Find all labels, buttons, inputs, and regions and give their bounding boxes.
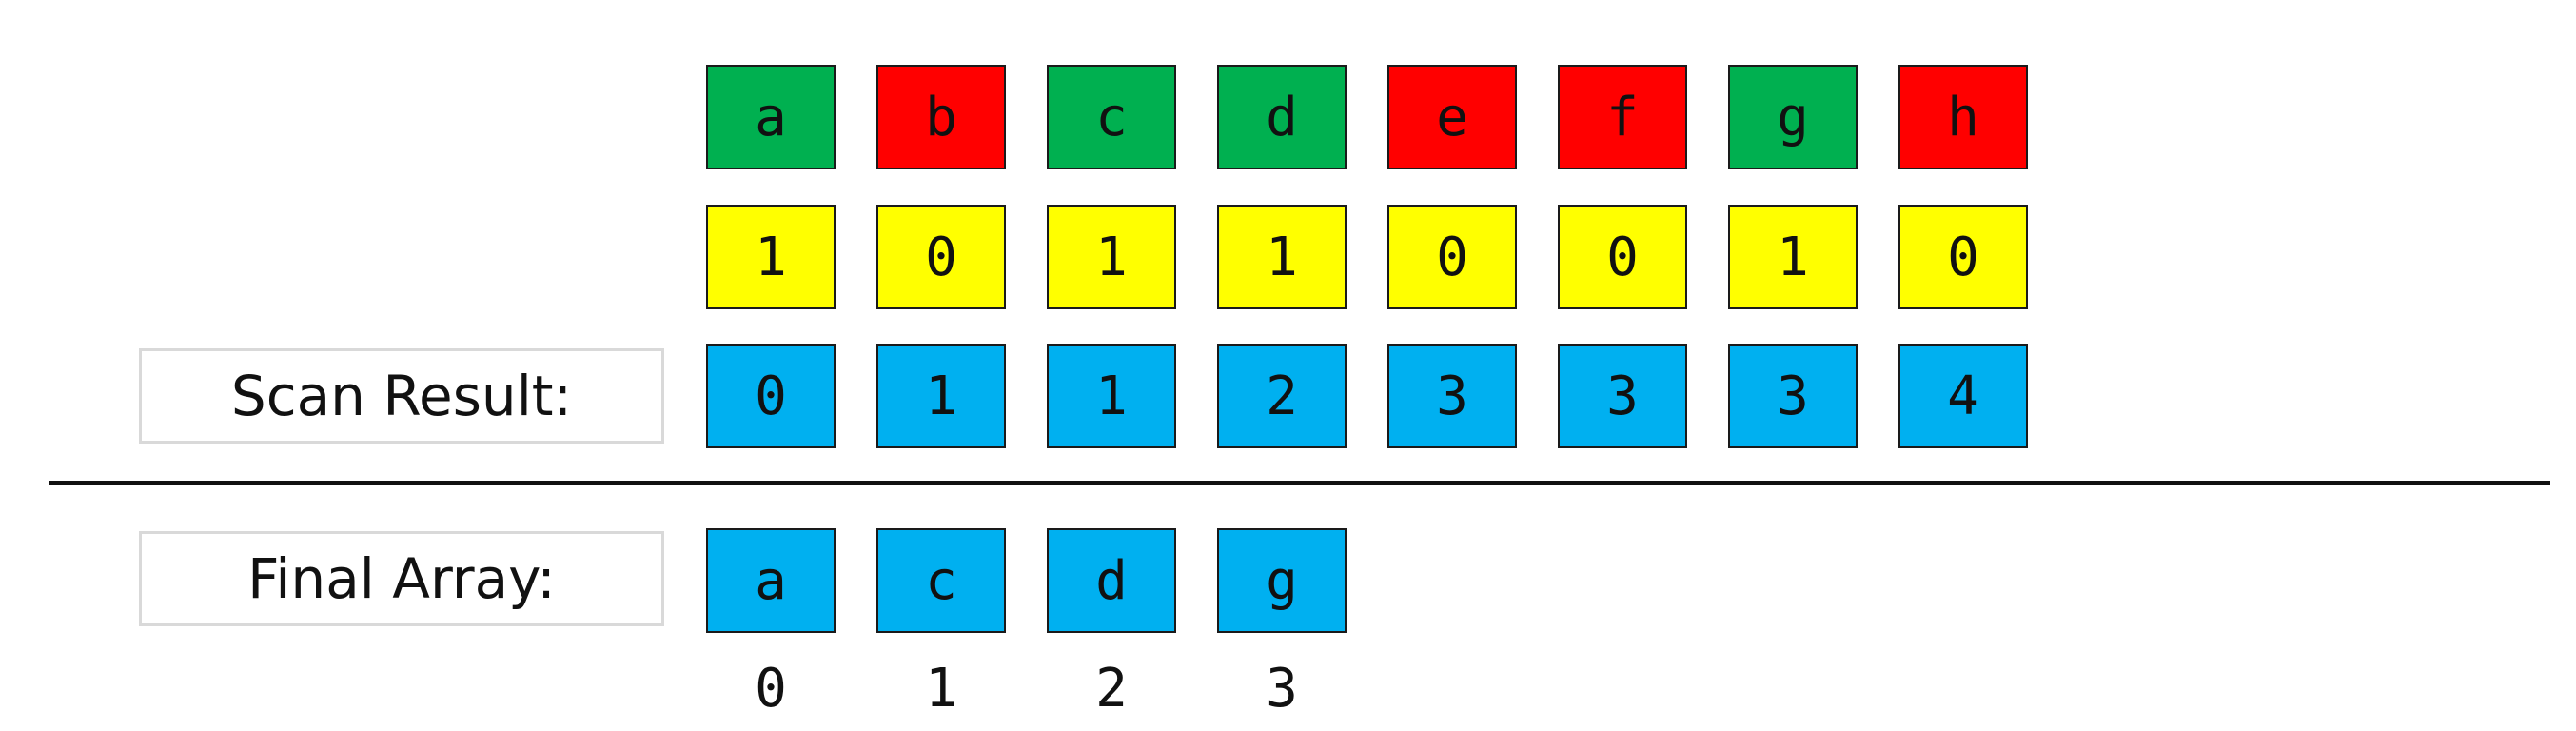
index-label: 3: [1266, 657, 1298, 720]
final-array-label: Final Array:: [139, 531, 664, 626]
scan-cell: 4: [1898, 344, 2028, 448]
flag-cell: 1: [1728, 205, 1858, 309]
section-divider: [49, 481, 2550, 485]
scan-result-label: Scan Result:: [139, 348, 664, 444]
final-array-indices: 0 1 2 3: [706, 657, 1347, 720]
input-cell: e: [1387, 65, 1517, 169]
input-cell: h: [1898, 65, 2028, 169]
scan-cell: 3: [1558, 344, 1687, 448]
final-array: a c d g: [706, 528, 1347, 633]
input-cell: d: [1217, 65, 1347, 169]
scan-result-array: 0 1 1 2 3 3 3 4: [706, 344, 2028, 448]
flag-cell: 0: [876, 205, 1006, 309]
index-label: 0: [755, 657, 787, 720]
scan-cell: 1: [1047, 344, 1176, 448]
flag-cell: 1: [706, 205, 836, 309]
input-cell: b: [876, 65, 1006, 169]
flag-cell: 1: [1217, 205, 1347, 309]
input-array: a b c d e f g h: [706, 65, 2028, 169]
final-cell: c: [876, 528, 1006, 633]
final-cell: a: [706, 528, 836, 633]
flag-cell: 0: [1387, 205, 1517, 309]
flag-cell: 0: [1898, 205, 2028, 309]
scan-cell: 2: [1217, 344, 1347, 448]
scan-cell: 3: [1728, 344, 1858, 448]
flag-cell: 1: [1047, 205, 1176, 309]
final-cell: d: [1047, 528, 1176, 633]
scan-cell: 3: [1387, 344, 1517, 448]
final-cell: g: [1217, 528, 1347, 633]
input-cell: a: [706, 65, 836, 169]
index-label: 2: [1095, 657, 1128, 720]
input-cell: g: [1728, 65, 1858, 169]
index-label: 1: [925, 657, 957, 720]
input-cell: c: [1047, 65, 1176, 169]
flag-cell: 0: [1558, 205, 1687, 309]
flag-array: 1 0 1 1 0 0 1 0: [706, 205, 2028, 309]
scan-cell: 0: [706, 344, 836, 448]
input-cell: f: [1558, 65, 1687, 169]
scan-cell: 1: [876, 344, 1006, 448]
